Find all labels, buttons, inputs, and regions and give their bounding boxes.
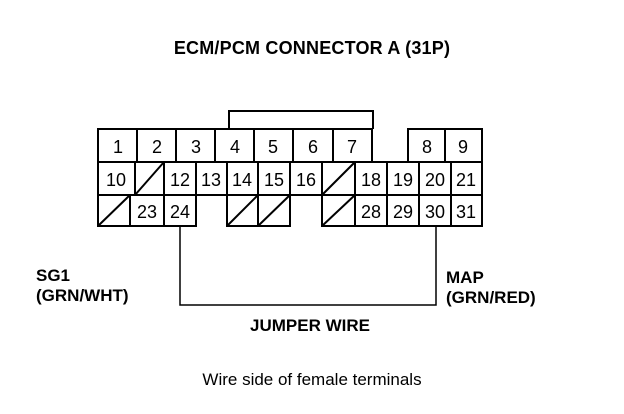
terminal-7: 7 bbox=[347, 137, 357, 157]
terminal-24: 24 bbox=[170, 202, 190, 222]
sg1-label-name: SG1 bbox=[36, 266, 71, 285]
terminal-30: 30 bbox=[425, 202, 445, 222]
terminal-18: 18 bbox=[361, 170, 381, 190]
terminal-2: 2 bbox=[152, 137, 162, 157]
terminal-8: 8 bbox=[422, 137, 432, 157]
terminal-29: 29 bbox=[393, 202, 413, 222]
diagram-caption: Wire side of female terminals bbox=[202, 370, 422, 389]
terminal-20: 20 bbox=[425, 170, 445, 190]
terminal-15: 15 bbox=[264, 170, 284, 190]
terminal-13: 13 bbox=[201, 170, 221, 190]
jumper-wire-label: JUMPER WIRE bbox=[250, 316, 370, 335]
terminal-9: 9 bbox=[458, 137, 468, 157]
map-label-name: MAP bbox=[446, 268, 484, 287]
jumper-wire bbox=[179, 226, 437, 306]
map-label: MAP (GRN/RED) bbox=[446, 268, 536, 308]
terminal-23: 23 bbox=[137, 202, 157, 222]
terminal-10: 10 bbox=[106, 170, 126, 190]
terminal-21: 21 bbox=[456, 170, 476, 190]
terminal-1: 1 bbox=[113, 137, 123, 157]
terminal-6: 6 bbox=[308, 137, 318, 157]
terminal-3: 3 bbox=[191, 137, 201, 157]
terminal-19: 19 bbox=[393, 170, 413, 190]
diagram-title: ECM/PCM CONNECTOR A (31P) bbox=[173, 38, 451, 58]
terminal-14: 14 bbox=[232, 170, 252, 190]
sg1-label: SG1 (GRN/WHT) bbox=[36, 266, 129, 306]
terminal-28: 28 bbox=[361, 202, 381, 222]
terminal-5: 5 bbox=[268, 137, 278, 157]
terminal-31: 31 bbox=[456, 202, 476, 222]
row3-block-right bbox=[321, 194, 483, 227]
map-label-color: (GRN/RED) bbox=[446, 288, 536, 307]
terminal-4: 4 bbox=[230, 137, 240, 157]
terminal-16: 16 bbox=[296, 170, 316, 190]
sg1-label-color: (GRN/WHT) bbox=[36, 286, 129, 305]
row3-block-left bbox=[97, 194, 197, 227]
connector-lock-tab bbox=[228, 110, 374, 129]
terminal-12: 12 bbox=[170, 170, 190, 190]
